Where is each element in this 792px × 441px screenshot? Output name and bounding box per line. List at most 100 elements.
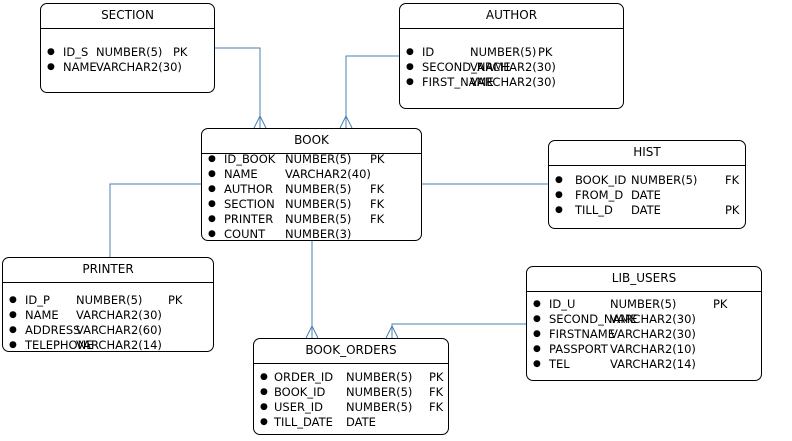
field-name: SECOND_NAME <box>422 60 511 74</box>
field-name: USER_ID <box>274 400 323 414</box>
field-name: BOOK_ID <box>274 385 326 399</box>
field-name: NAME <box>25 308 59 322</box>
field-type: NUMBER(5) <box>96 45 163 59</box>
bullet-icon: ● <box>208 169 216 179</box>
entity-title: PRINTER <box>3 258 213 283</box>
field-type: VARCHAR2(40) <box>285 167 371 181</box>
key-marker: FK <box>370 182 385 196</box>
bullet-icon: ● <box>406 47 414 57</box>
field-type: DATE <box>346 415 376 429</box>
field-type: VARCHAR2(30) <box>470 75 556 89</box>
field-type: VARCHAR2(30) <box>610 327 696 341</box>
attribute-row: ● PRINTER NUMBER(5) FK <box>202 212 421 227</box>
crowfoot-users-orders <box>385 324 399 339</box>
field-type: VARCHAR2(10) <box>610 342 696 356</box>
bullet-icon: ● <box>260 387 268 397</box>
field-name: ID_BOOK <box>224 152 276 166</box>
crowfoot-author-book <box>339 114 353 129</box>
field-name: PRINTER <box>224 212 274 226</box>
field-name: ID_P <box>25 293 50 307</box>
entity-title: AUTHOR <box>400 4 623 29</box>
field-type: VARCHAR2(30) <box>470 60 556 74</box>
field-name: TELEPHONE <box>25 338 94 352</box>
bullet-icon: ● <box>208 184 216 194</box>
field-name: ID <box>422 45 435 59</box>
entity-title: SECTION <box>41 4 214 29</box>
key-marker: FK <box>725 173 740 187</box>
attribute-row: ● ORDER_ID NUMBER(5) PK <box>254 370 448 385</box>
bullet-icon: ● <box>533 299 541 309</box>
bullet-icon: ● <box>208 214 216 224</box>
bullet-icon: ● <box>208 199 216 209</box>
bullet-icon: ● <box>208 154 216 164</box>
bullet-icon: ● <box>533 314 541 324</box>
bullet-icon: ● <box>260 372 268 382</box>
link-printer-book <box>109 183 201 257</box>
crowfoot-section-book <box>253 114 267 129</box>
field-name: TILL_DATE <box>274 415 333 429</box>
key-marker: FK <box>370 212 385 226</box>
field-type: NUMBER(5) <box>285 212 352 226</box>
field-type: NUMBER(5) <box>346 400 413 414</box>
bullet-icon: ● <box>555 190 563 200</box>
bullet-icon: ● <box>9 325 17 335</box>
link-section-book <box>215 47 261 128</box>
field-name: SECTION <box>224 197 275 211</box>
field-name: BOOK_ID <box>575 173 627 187</box>
field-type: NUMBER(5) <box>76 293 143 307</box>
bullet-icon: ● <box>260 402 268 412</box>
field-type: NUMBER(5) <box>631 173 698 187</box>
field-name: COUNT <box>224 227 266 241</box>
bullet-icon: ● <box>9 340 17 350</box>
field-type: NUMBER(5) <box>346 370 413 384</box>
field-name: NAME <box>63 60 97 74</box>
entity-book-orders[interactable]: BOOK_ORDERS ● ORDER_ID NUMBER(5) PK ● BOOK_ID N… <box>253 338 449 435</box>
field-name: FIRST_NAME <box>422 75 494 89</box>
field-type: DATE <box>631 188 661 202</box>
bullet-icon: ● <box>533 344 541 354</box>
field-name: ORDER_ID <box>274 370 334 384</box>
crowfoot-book-orders <box>305 324 319 339</box>
field-type: NUMBER(5) <box>285 197 352 211</box>
field-name: AUTHOR <box>224 182 273 196</box>
entity-title: BOOK_ORDERS <box>254 339 448 364</box>
key-marker: PK <box>429 370 444 384</box>
bullet-icon: ● <box>406 62 414 72</box>
field-name: ID_S <box>63 45 89 59</box>
field-type: VARCHAR2(30) <box>76 308 162 322</box>
entity-title: BOOK <box>202 129 421 154</box>
field-name: TEL <box>549 357 570 371</box>
field-type: NUMBER(5) <box>346 385 413 399</box>
field-name: TILL_D <box>575 203 613 217</box>
field-type: NUMBER(3) <box>285 227 352 241</box>
bullet-icon: ● <box>406 77 414 87</box>
field-type: VARCHAR2(30) <box>96 60 182 74</box>
key-marker: PK <box>713 297 728 311</box>
bullet-icon: ● <box>533 359 541 369</box>
